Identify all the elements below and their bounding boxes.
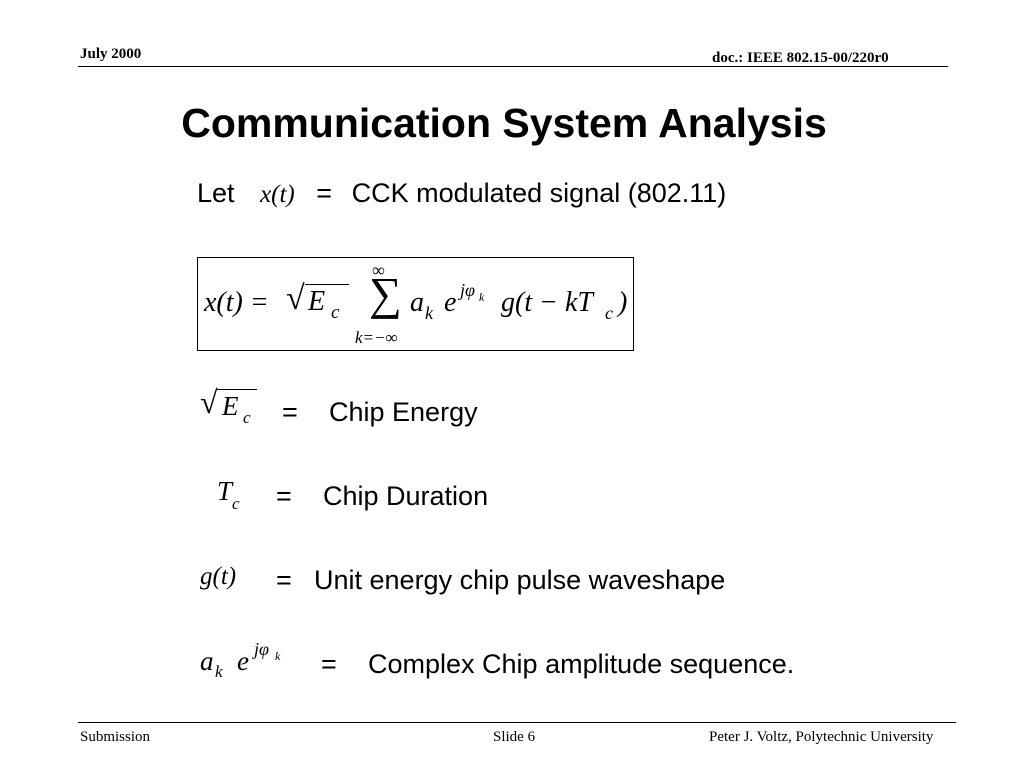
footer-submission: Submission (80, 729, 151, 745)
eq-exponent: jφ (460, 280, 475, 300)
def-chip-duration-symbol: Tc (217, 476, 240, 513)
footer-rule (78, 722, 956, 723)
intro-line: Let x(t) = CCK modulated signal (802.11) (197, 178, 726, 209)
def-amp-exp-sub: k (275, 649, 281, 663)
def-amplitude-text: Complex Chip amplitude sequence. (368, 649, 795, 679)
def-chip-energy-symbol: √ E c (200, 384, 270, 434)
signal-equation-box: x(t) = √ E c ∞ ∑ k=−∞ a k e jφ k g(t − k… (197, 257, 634, 351)
def-chip-energy-text: Chip Energy (329, 397, 478, 427)
eq-sum-sign: ∑ (369, 268, 402, 319)
sqrt-sign: √ (200, 384, 218, 420)
eq-term-a: a (410, 287, 424, 318)
eq-sqrt-bar (305, 284, 349, 285)
eq-term-g-close: ) (618, 287, 628, 318)
intro-symbol: x(t) (260, 181, 295, 208)
def-amp-e: e (237, 646, 249, 676)
def-chip-duration-t: T (217, 476, 233, 506)
sqrt-bar (217, 389, 257, 390)
def-amplitude-equals: = (321, 649, 337, 679)
def-pulse-equals: = (276, 565, 292, 595)
def-chip-energy-equals: = (282, 397, 298, 427)
footer-author: Peter J. Voltz, Polytechnic University (709, 729, 934, 745)
eq-exponent-sub: k (479, 290, 485, 304)
def-pulse-text: Unit energy chip pulse waveshape (314, 565, 726, 595)
def-pulse-symbol: g(t) (200, 563, 237, 590)
def-chip-energy-e: E (222, 391, 239, 421)
eq-term-g: g(t − kT (501, 287, 593, 318)
header-date: July 2000 (80, 46, 142, 62)
eq-sqrt-symbol: E (308, 286, 326, 317)
eq-term-e: e (444, 287, 457, 318)
eq-term-g-sub: c (605, 303, 613, 323)
eq-sum-lower: k=−∞ (355, 328, 398, 347)
footer-slide-number: Slide 6 (493, 729, 536, 745)
def-amp-exp: jφ (254, 639, 269, 659)
def-amp-a-sub: k (215, 662, 223, 681)
slide-title: Communication System Analysis (181, 100, 827, 146)
def-chip-duration-equals: = (276, 481, 292, 511)
eq-sqrt-sign: √ (286, 280, 305, 317)
def-amplitude-symbol: a k e jφ k (200, 636, 310, 686)
eq-sqrt-sub: c (331, 302, 340, 323)
header-doc-id: doc.: IEEE 802.15-00/220r0 (712, 50, 889, 66)
def-chip-duration-sub: c (232, 494, 240, 513)
eq-lhs: x(t) = (204, 287, 269, 318)
let-label: Let (197, 178, 235, 208)
header-rule (78, 66, 948, 67)
def-chip-energy-sub: c (243, 408, 251, 427)
intro-description: CCK modulated signal (802.11) (351, 178, 727, 208)
eq-term-a-sub: k (425, 303, 433, 323)
intro-equals: = (316, 178, 333, 208)
def-chip-duration-text: Chip Duration (323, 481, 489, 511)
def-amp-a: a (200, 646, 214, 676)
eq-sum-upper: ∞ (372, 260, 385, 280)
